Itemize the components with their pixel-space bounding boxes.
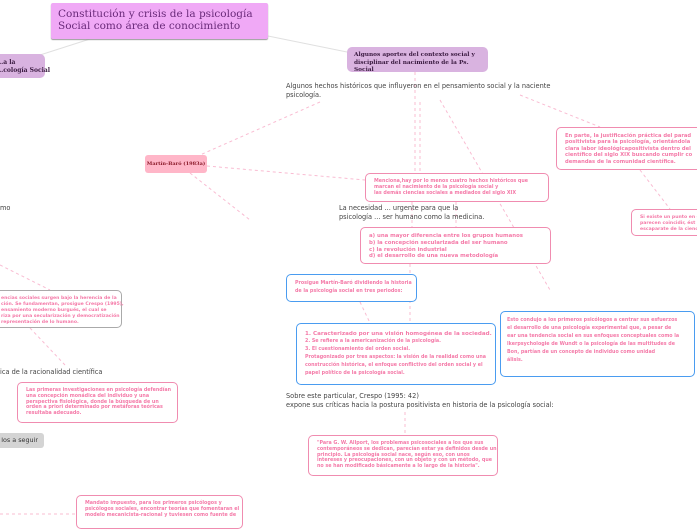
periodos-box[interactable]: 1. Caracterizado por una visión homogéne… <box>296 323 496 385</box>
punto-box[interactable]: Si existe un punto en c parecen coincidi… <box>631 209 697 236</box>
mandato-box[interactable]: Mandato impuesto, para los primeros psic… <box>76 495 243 529</box>
topic-left-line: ...cología Social <box>0 67 51 74</box>
prosigue-box[interactable]: Prosigue Martín-Baró dividiendo la histo… <box>286 274 417 302</box>
necesidad-text[interactable]: La necesidad ... urgente para que la psi… <box>339 204 485 221</box>
topic-left[interactable]: ...a la ...cología Social <box>0 54 51 78</box>
hechos-list-box[interactable]: a) una mayor diferencia entre los grupos… <box>360 227 551 264</box>
modelos-node[interactable]: los a seguir <box>0 433 44 448</box>
justificacion-box[interactable]: En parte, la justificación práctica del … <box>556 127 697 170</box>
ciencias-box[interactable]: encias sociales surgen bajo la herencia … <box>0 290 124 328</box>
hechos-text[interactable]: Algunos hechos históricos que influyeron… <box>286 82 551 99</box>
topic-left-line: ...a la <box>0 59 16 66</box>
condujo-box[interactable]: Esto condujo a los primeros psicólogos a… <box>500 311 695 377</box>
racionalidad-text[interactable]: ica de la racionalidad científica <box>0 368 103 376</box>
investigaciones-box[interactable]: Las primeras investigaciones en psicolog… <box>17 382 178 423</box>
martin-baro-node[interactable]: Martín-Baró (1983a) <box>145 155 207 173</box>
allport-box[interactable]: "Para G. W. Allport, los problemas psico… <box>308 435 498 476</box>
central-topic[interactable]: Constitución y crisis de la psicología S… <box>51 3 268 39</box>
mo-text[interactable]: mo <box>0 204 11 212</box>
crespo-text[interactable]: Sobre este particular, Crespo (1995: 42)… <box>286 392 554 409</box>
topic-aportes[interactable]: Algunos aportes del contexto social y di… <box>347 47 488 73</box>
menciona-box[interactable]: Menciona,hay por lo menos cuatro hechos … <box>365 173 549 202</box>
